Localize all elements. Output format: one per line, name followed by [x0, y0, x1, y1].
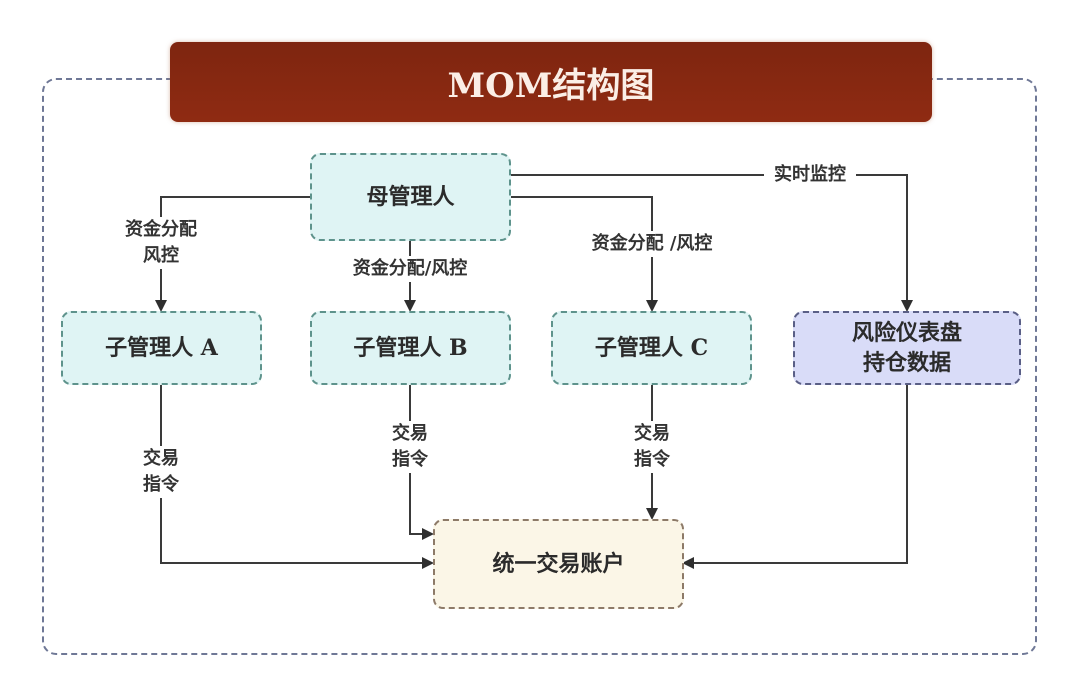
edge-label-to-a-line2: 风控: [143, 245, 179, 266]
edge-label-a-line1: 交易: [143, 448, 179, 469]
node-sub-c-label: 子管理人 C: [594, 335, 709, 361]
edge-label-c-to-account: 交易 指令: [629, 421, 675, 473]
edge-label-to-a: 资金分配 风控: [113, 217, 209, 269]
edge-label-b-to-account: 交易 指令: [387, 421, 433, 473]
node-sub-a-label: 子管理人 A: [105, 335, 218, 361]
edge-a-to-account: [160, 385, 434, 569]
node-parent-manager: 母管理人: [310, 153, 511, 241]
edge-label-b-line2: 指令: [392, 449, 428, 470]
edge-label-a-line2: 指令: [143, 474, 179, 495]
node-sub-manager-b: 子管理人 B: [310, 311, 511, 385]
edge-label-a-to-account: 交易 指令: [138, 446, 184, 498]
node-sub-manager-a: 子管理人 A: [61, 311, 262, 385]
node-risk-label-1: 风险仪表盘: [851, 320, 962, 346]
edge-parent-to-a: [155, 196, 310, 312]
edge-label-b-line1: 交易: [392, 423, 428, 444]
edge-label-to-c: 资金分配 /风控: [578, 231, 726, 257]
node-sub-manager-c: 子管理人 C: [551, 311, 752, 385]
edge-parent-to-c: [510, 196, 658, 312]
node-sub-b-label: 子管理人 B: [353, 335, 468, 361]
edge-label-to-risk: 实时监控: [764, 162, 856, 188]
node-risk-label-2: 持仓数据: [862, 350, 951, 376]
edge-label-to-b: 资金分配/风控: [338, 256, 482, 282]
edge-parent-to-risk: [510, 174, 913, 312]
diagram-title: MOM结构图: [170, 42, 932, 122]
node-parent-label: 母管理人: [366, 184, 455, 210]
node-risk-dashboard: 风险仪表盘 持仓数据: [793, 311, 1021, 385]
edge-label-c-line2: 指令: [634, 449, 670, 470]
node-account-label: 统一交易账户: [492, 551, 625, 577]
node-unified-account: 统一交易账户: [433, 519, 684, 609]
edge-label-c-line1: 交易: [634, 423, 670, 444]
edge-risk-to-account: [682, 385, 908, 569]
edge-label-to-a-line1: 资金分配: [125, 219, 197, 240]
